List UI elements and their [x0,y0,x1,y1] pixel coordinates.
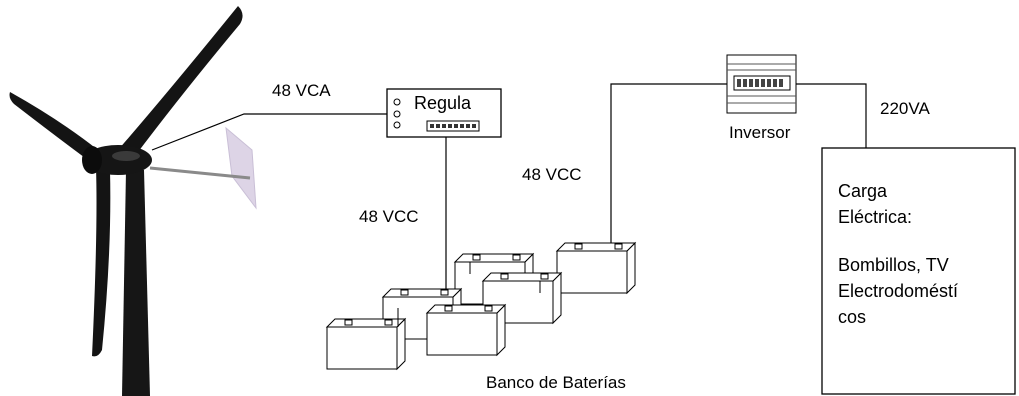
battery-terminal [540,273,549,280]
battery-icon [555,241,637,295]
battery-terminal [512,254,521,261]
load-line-2: Eléctrica: [838,207,913,227]
battery-icon [481,271,563,325]
battery-terminal [472,254,481,261]
turbine-blade-upper [118,6,243,160]
wire-batteries-to-inverter [610,83,727,246]
battery-icon [425,303,507,357]
label-48vcc-right: 48 VCC [522,165,582,184]
load-line-3: Bombillos, TV [838,255,949,275]
label-220va: 220VA [880,99,930,118]
inverter-icon [726,54,797,114]
battery-terminal [344,319,353,326]
regulator-label: Regula [414,93,472,113]
turbine-tail-boom [149,166,251,180]
turbine-tower [122,170,150,396]
label-48vca: 48 VCA [272,81,331,100]
label-48vcc-left: 48 VCC [359,207,419,226]
battery-bank-label: Banco de Baterías [486,373,626,392]
load-line-4: Electrodoméstí [838,281,959,301]
load-line-5: cos [838,307,867,327]
wind-turbine-icon [9,6,257,396]
battery-terminal [444,305,453,312]
regulator-icon [386,88,502,138]
load-box [821,147,1016,395]
wiring [151,83,867,290]
load-line-1: Carga [838,181,888,201]
battery-icon [325,317,407,371]
battery-terminal [400,289,409,296]
inverter-label: Inversor [729,123,791,142]
wire-inverter-to-load [796,83,867,148]
battery-bank [325,241,637,371]
battery-terminal [484,305,493,312]
battery-terminal [440,289,449,296]
battery-terminal [614,243,623,250]
turbine-blade-left [9,92,98,166]
load-description: Carga Eléctrica: Bombillos, TV Electrodo… [838,178,958,330]
battery-terminal [384,319,393,326]
wire-turbine-to-regulator [151,113,387,151]
turbine-tail-vane [225,126,257,210]
turbine-blade-lower [92,168,111,357]
turbine-hub [82,146,102,174]
battery-terminal [574,243,583,250]
battery-terminal [500,273,509,280]
